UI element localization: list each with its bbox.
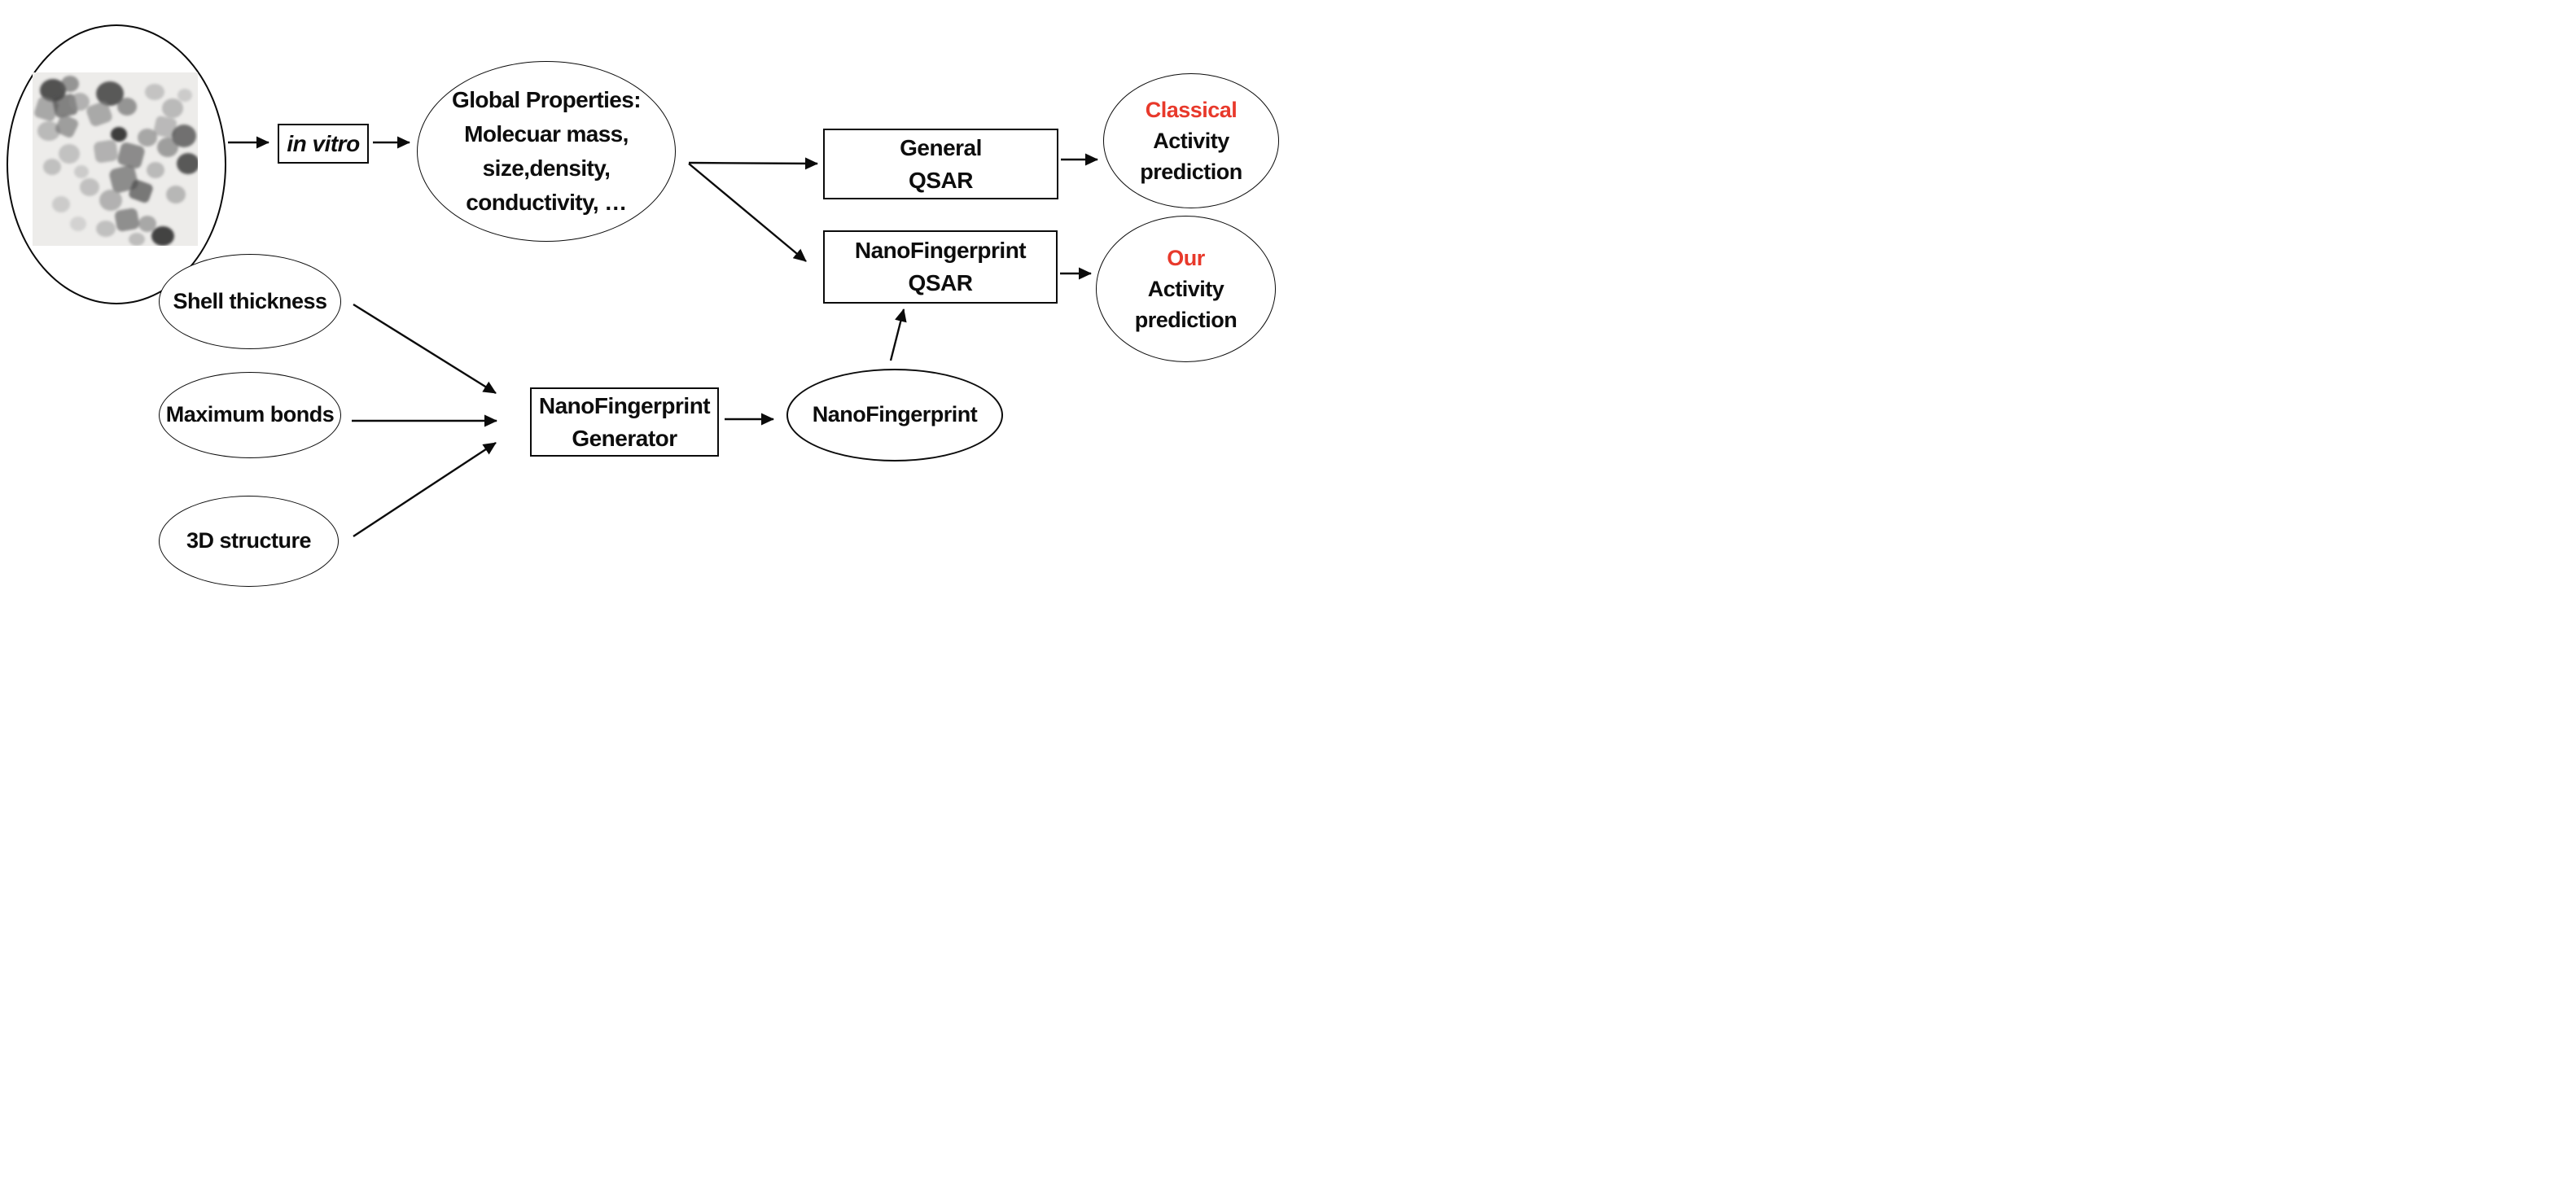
classical-highlight: Classical <box>1145 98 1238 122</box>
global-properties-line: Molecuar mass, <box>464 121 629 147</box>
node-nanofingerprint-generator: NanoFingerprint Generator <box>530 387 719 457</box>
nanofingerprint-generator-line: Generator <box>572 425 677 451</box>
our-prediction-line: Activity <box>1147 277 1224 301</box>
nanofingerprint-qsar-line: NanoFingerprint <box>854 238 1027 263</box>
3d-structure-label: 3D structure <box>186 528 312 553</box>
nanofingerprint-qsar-line: QSAR <box>908 270 973 295</box>
maximum-bonds-label: Maximum bonds <box>165 402 335 427</box>
general-qsar-line: General <box>900 134 982 160</box>
node-in-vitro: in vitro <box>278 124 369 164</box>
arrow-nanofp-to-nanofp-qsar <box>889 308 907 361</box>
in-vitro-label: in vitro <box>287 130 360 156</box>
node-maximum-bonds: Maximum bonds <box>159 372 341 458</box>
arrow-shell-to-generator <box>353 303 497 395</box>
node-global-properties: Global Properties: Molecuar mass, size,d… <box>417 61 676 242</box>
our-highlight: Our <box>1167 246 1205 270</box>
node-3d-structure: 3D structure <box>159 496 339 587</box>
general-qsar-line: QSAR <box>909 167 973 193</box>
node-classical-prediction: Classical Activity prediction <box>1103 73 1279 208</box>
nanofingerprint-generator-line: NanoFingerprint <box>538 392 711 418</box>
nanofingerprint-label: NanoFingerprint <box>812 402 978 427</box>
tem-micrograph <box>33 72 198 246</box>
arrow-global-to-general-qsar <box>688 157 818 170</box>
diagram-canvas: in vitro Global Properties: Molecuar mas… <box>0 0 1288 591</box>
global-properties-line: Global Properties: <box>452 87 642 112</box>
arrow-3d-to-generator <box>353 441 497 538</box>
node-our-prediction: Our Activity prediction <box>1096 216 1276 362</box>
global-properties-line: conductivity, … <box>466 190 627 215</box>
global-properties-line: size,density, <box>482 155 611 181</box>
node-shell-thickness: Shell thickness <box>159 254 341 349</box>
shell-thickness-label: Shell thickness <box>173 288 327 313</box>
our-prediction-line: prediction <box>1134 308 1238 332</box>
node-nanofingerprint-qsar: NanoFingerprint QSAR <box>823 230 1058 304</box>
node-nanofingerprint: NanoFingerprint <box>786 369 1003 461</box>
classical-prediction-line: Activity <box>1153 129 1229 153</box>
node-general-qsar: General QSAR <box>823 129 1058 199</box>
classical-prediction-line: prediction <box>1140 160 1242 184</box>
arrow-global-to-nanofp-qsar <box>688 163 807 262</box>
